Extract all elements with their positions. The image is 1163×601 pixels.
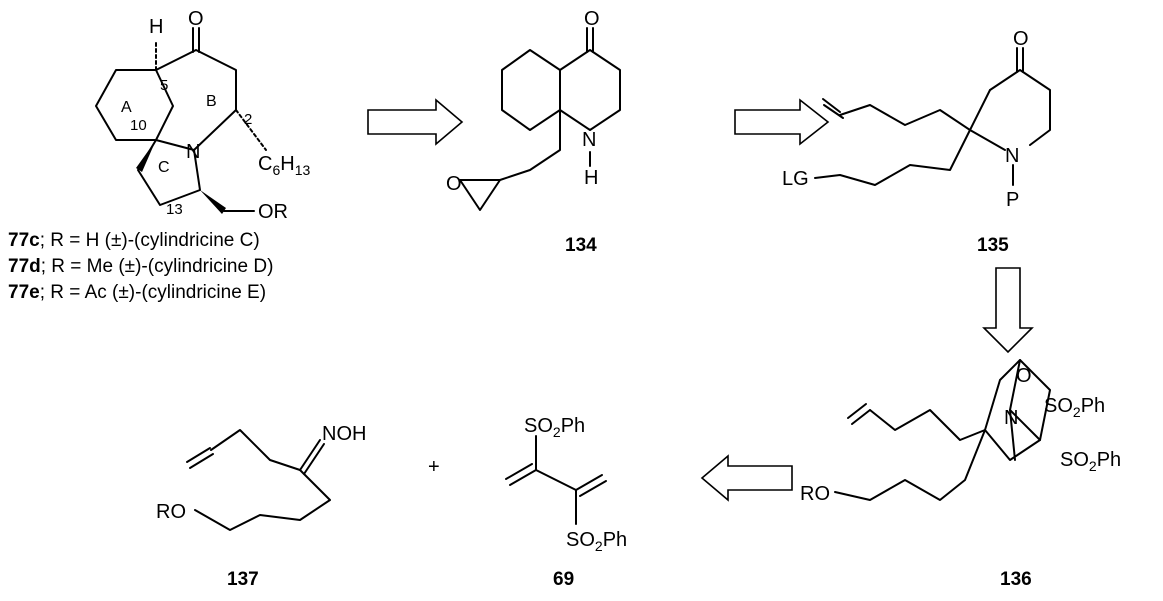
locant-13: 13 [166, 201, 183, 218]
epoxide-ring [459, 179, 501, 211]
sulfonyl-right: SO2Ph [1060, 449, 1121, 474]
butenyl-chain [869, 409, 986, 441]
ethyl-linker [499, 109, 561, 181]
oxime-noh: NOH [322, 423, 366, 445]
atom-n: N [1005, 145, 1019, 167]
atom-n: N [186, 141, 200, 163]
c13-wedge [200, 190, 226, 214]
label-136: 136 [1000, 569, 1032, 590]
hexyl-chain: C6H13 [258, 153, 310, 178]
atom-o-carbonyl: O [1013, 28, 1029, 50]
molecule-136: O N SO2Ph SO2Ph RO 136 [800, 359, 1121, 590]
alkene-bond-2 [822, 98, 841, 113]
atom-h: H [149, 16, 163, 38]
locant-2: 2 [244, 111, 252, 128]
molecule-135: O N P LG 135 [782, 28, 1051, 256]
cage-bridge-2 [1009, 409, 1016, 461]
diene-backbone [535, 435, 577, 525]
ring-label-c: C [158, 159, 170, 176]
atom-o-epoxide: O [446, 173, 462, 195]
butenyl-chain [210, 429, 301, 471]
molecule-134: O O N H 134 [446, 8, 621, 256]
alkene-right [575, 474, 607, 497]
retro-arrow-77-to-134 [367, 98, 464, 146]
cyclohexane-ring [501, 49, 561, 131]
sulfonyl-bottom: SO2Ph [566, 529, 627, 554]
plus-sign: + [428, 456, 440, 478]
caption-77c: 77c; R = H (±)-(cylindricine C) [8, 230, 260, 251]
atom-o-carbonyl: O [584, 8, 600, 30]
alkene-bond [847, 403, 871, 425]
lg-chain [814, 129, 971, 186]
piperidinone-ring [989, 69, 1051, 146]
roxy-chain [834, 429, 986, 501]
ring-b-bonds [155, 49, 237, 151]
atom-n: N [1004, 407, 1018, 429]
sulfonyl-top: SO2Ph [524, 415, 585, 440]
ring-label-b: B [206, 93, 217, 110]
atom-o-carbonyl: O [188, 8, 204, 30]
ro-group: RO [156, 501, 186, 523]
retro-arrow-135-to-136 [982, 267, 1034, 354]
label-134: 134 [565, 235, 597, 256]
alkene-bond [823, 104, 844, 119]
label-137: 137 [227, 569, 259, 590]
carbonyl-bond [586, 27, 594, 53]
retro-arrow-136-to-137 [700, 454, 793, 502]
carbonyl-bond [192, 27, 200, 53]
alkene-left [505, 463, 537, 486]
label-135: 135 [977, 235, 1009, 256]
label-69: 69 [553, 569, 574, 590]
alkene-bond [186, 447, 214, 469]
retro-arrow-134-to-135 [734, 98, 830, 146]
or-group: OR [258, 201, 288, 223]
carbonyl-bond [1016, 47, 1024, 73]
ro-group: RO [800, 483, 830, 505]
locant-5: 5 [160, 77, 168, 94]
oxime-bond [299, 439, 325, 475]
molecule-69: SO2Ph SO2Ph 69 [505, 415, 627, 590]
piperidinone-ring [559, 49, 621, 131]
c2-hexyl-bond [235, 109, 267, 151]
molecule-77-cylindricine: H O N C6H13 OR A B C 5 2 10 13 [95, 8, 310, 223]
ring-label-a: A [121, 99, 132, 116]
atom-h: H [584, 167, 598, 189]
ring-left-bonds [969, 89, 1006, 151]
leaving-group: LG [782, 168, 809, 190]
butenyl-chain [839, 104, 971, 131]
atom-o-bridge: O [1016, 365, 1032, 387]
caption-77d: 77d; R = Me (±)-(cylindricine D) [8, 256, 274, 277]
sulfonyl-top: SO2Ph [1044, 395, 1105, 420]
atom-n: N [582, 129, 596, 151]
caption-77e: 77e; R = Ac (±)-(cylindricine E) [8, 282, 267, 303]
c10-wedge [136, 140, 156, 172]
locant-10: 10 [130, 117, 147, 134]
molecule-137: NOH RO 137 [156, 423, 366, 590]
roxy-chain [194, 469, 331, 531]
atom-p: P [1006, 189, 1019, 211]
